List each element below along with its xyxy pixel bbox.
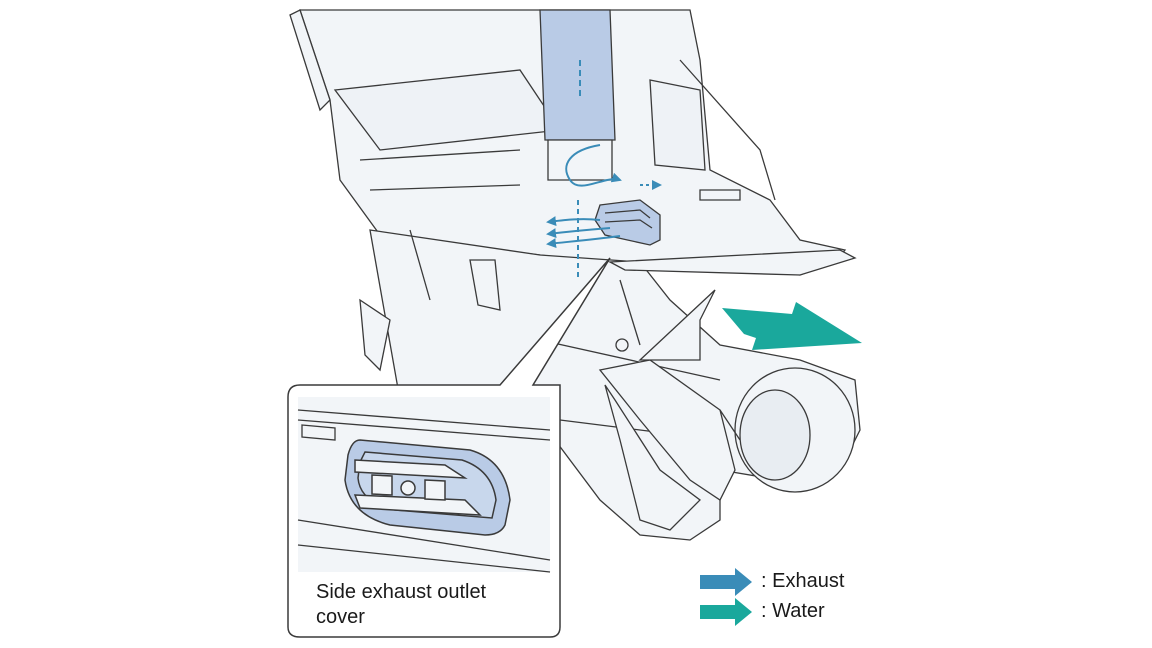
legend-water-label: : Water <box>761 600 825 622</box>
callout-label-line1: Side exhaust outlet <box>316 581 487 603</box>
legend-exhaust-arrow <box>700 568 752 596</box>
exhaust-passage <box>539 9 616 181</box>
legend-exhaust-label: : Exhaust <box>761 570 845 592</box>
legend-water-arrow <box>700 598 752 626</box>
exhaust-outlet-cover-detail <box>344 439 511 536</box>
propeller <box>598 289 856 531</box>
exhaust-flow-arrows <box>546 144 662 280</box>
side-exhaust-outlet <box>594 199 661 246</box>
detail-inset <box>297 397 551 573</box>
water-flow-arrow <box>722 302 862 350</box>
callout-label-line2: cover <box>316 606 365 628</box>
anti-ventilation-plate <box>607 249 857 352</box>
callout-label: Side exhaust outlet cover <box>316 580 546 630</box>
